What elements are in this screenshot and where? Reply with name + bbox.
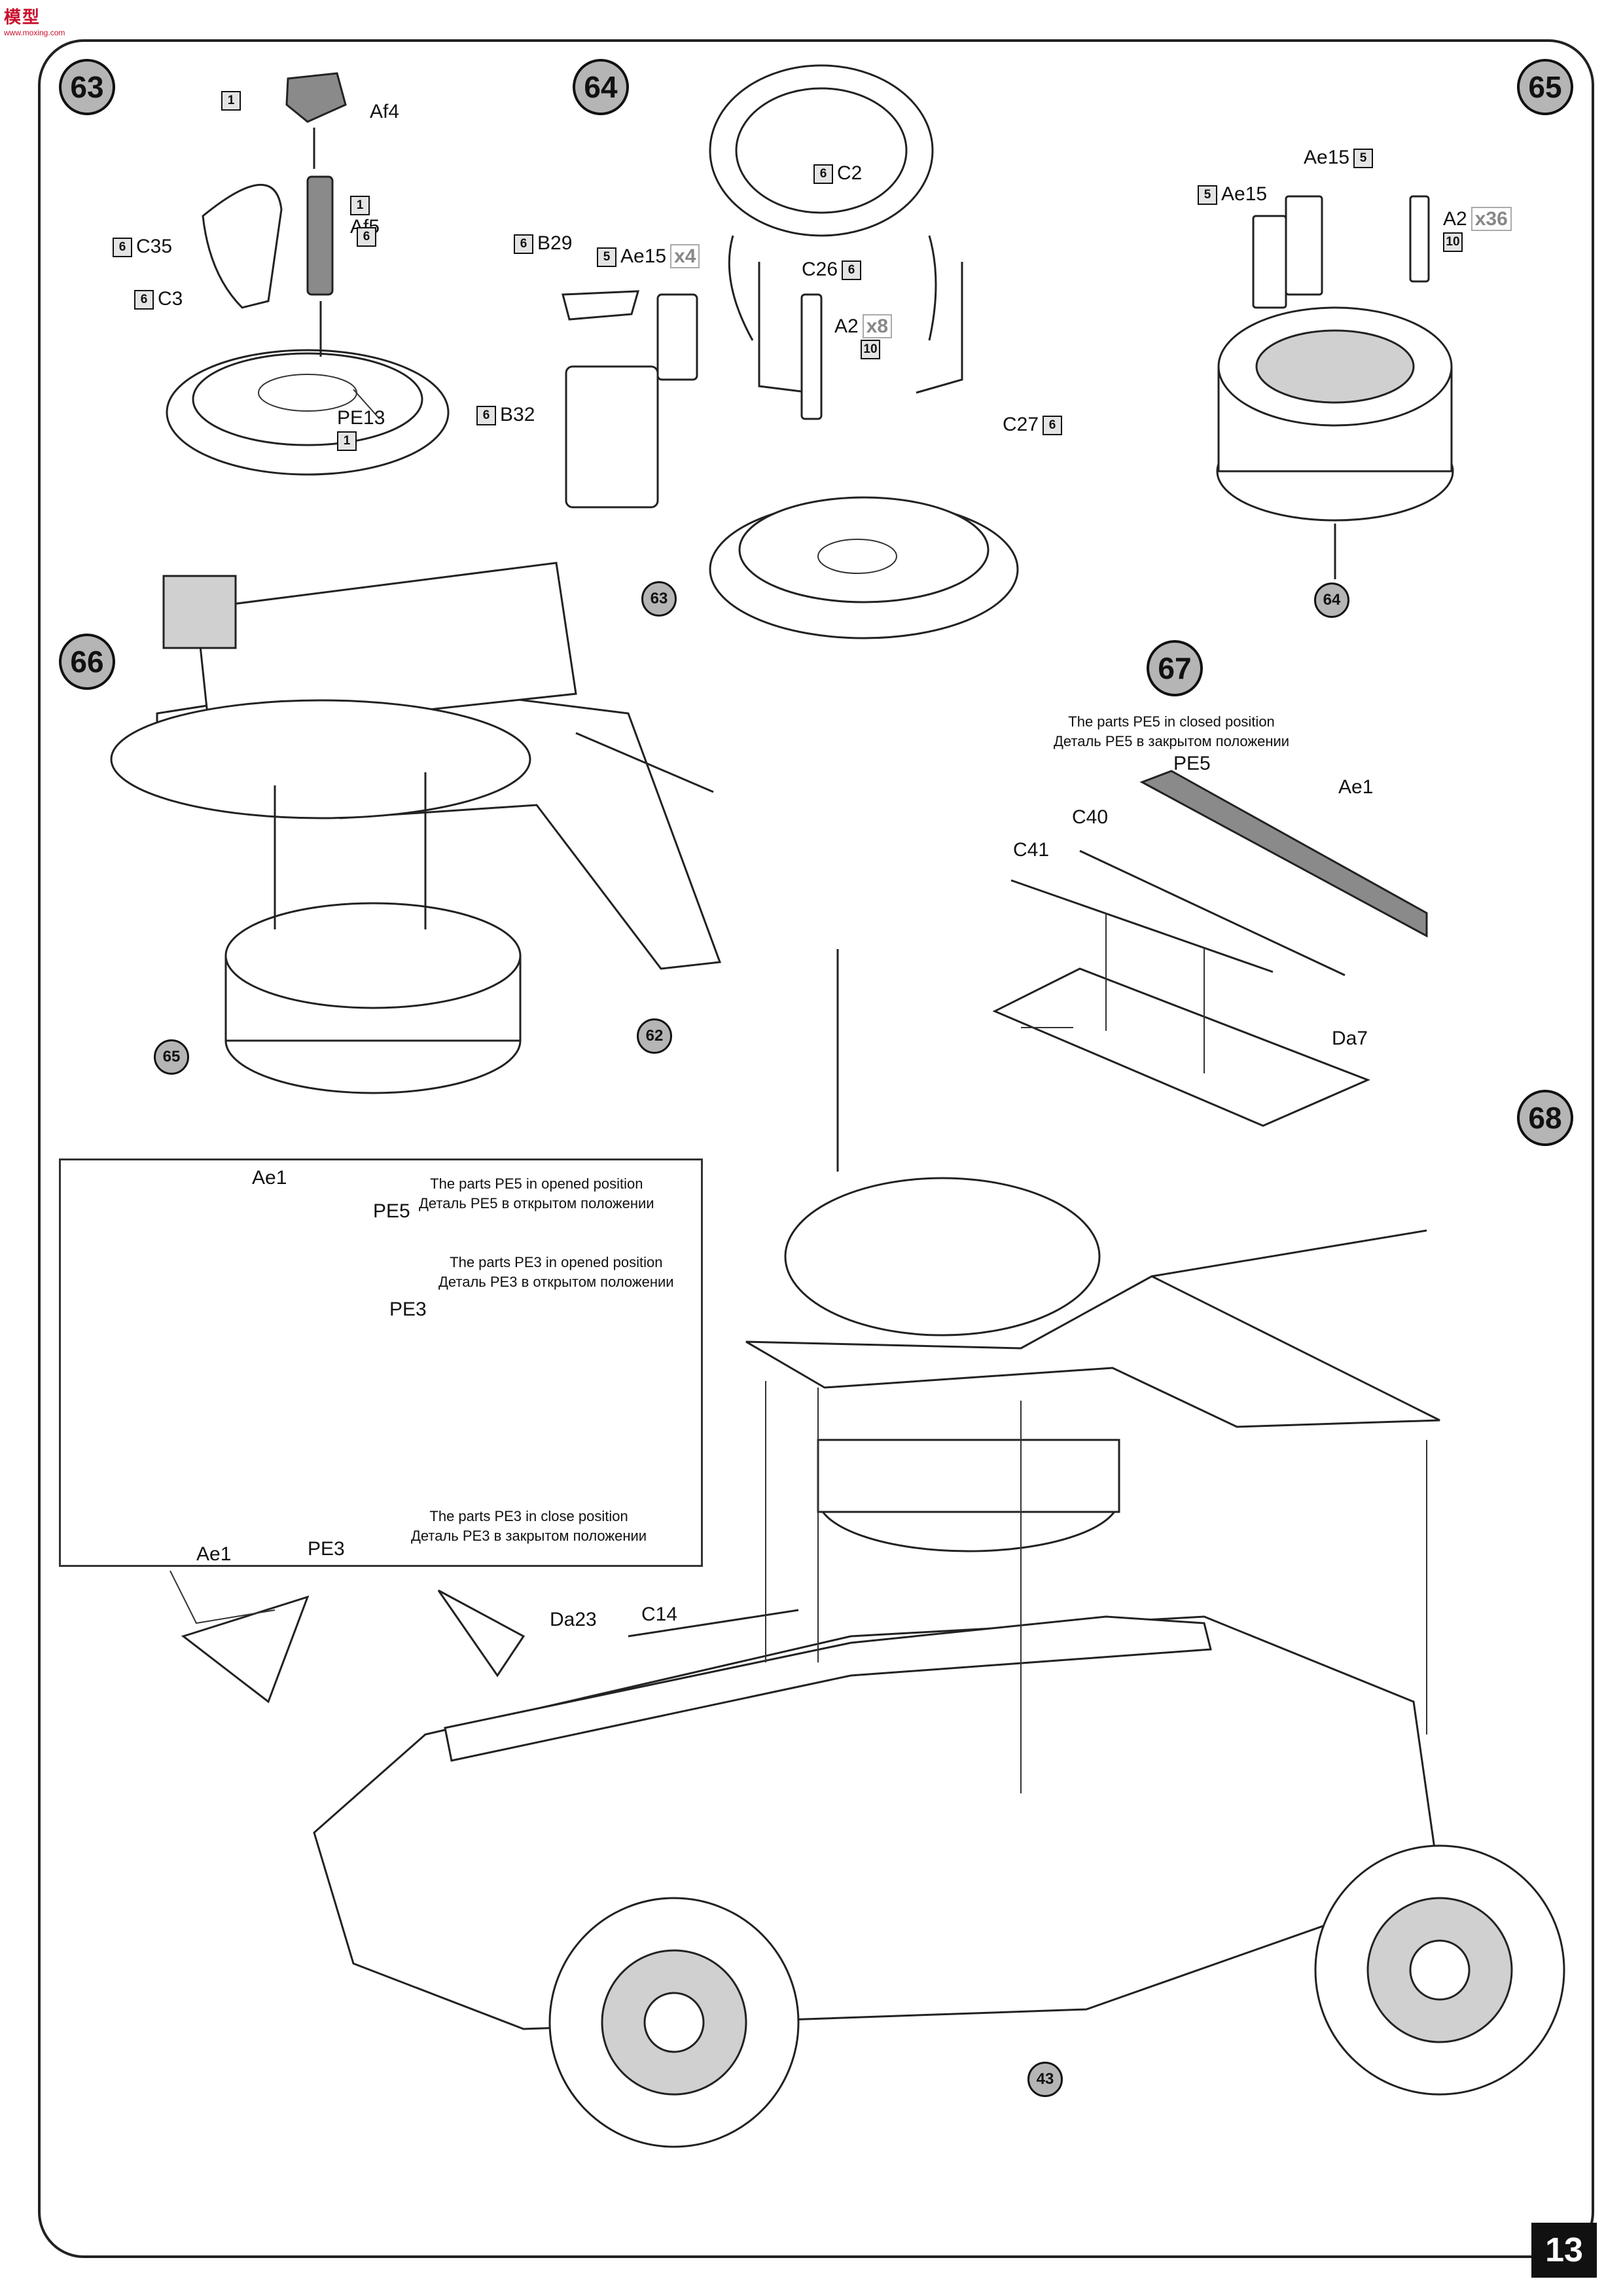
page-number: 13	[1531, 2223, 1597, 2278]
step-68-drawing	[181, 949, 1565, 2148]
label-da23: Da23	[550, 1609, 597, 1630]
step-66-badge: 66	[59, 634, 115, 690]
label-ae1-inset-bottom: Ae1	[196, 1543, 232, 1565]
label-ae1-67: Ae1	[1338, 776, 1374, 798]
step-67-badge: 67	[1147, 640, 1203, 696]
label-pe5-67: PE5	[1173, 753, 1211, 774]
inset-panel	[59, 1158, 703, 1567]
label-c41: C41	[1013, 839, 1050, 861]
ref-62: 62	[637, 1018, 672, 1054]
label-6-af: 6	[357, 225, 380, 247]
step-63-badge: 63	[59, 59, 115, 115]
step-63-drawing	[166, 72, 450, 476]
label-da7: Da7	[1332, 1028, 1368, 1049]
label-af4: Af4	[370, 101, 400, 122]
label-1-top: 1	[221, 89, 245, 111]
step-67-drawing	[992, 770, 1428, 1127]
label-ae1-inset-top: Ae1	[252, 1167, 287, 1189]
ref-63: 63	[641, 581, 677, 617]
label-pe5-inset: PE5	[373, 1200, 410, 1222]
ref-65: 65	[154, 1039, 189, 1075]
page-frame	[38, 39, 1594, 2258]
label-c40: C40	[1072, 806, 1109, 828]
step-65-drawing	[1216, 195, 1454, 579]
step-68-badge: 68	[1517, 1090, 1573, 1146]
ref-43: 43	[1027, 2062, 1063, 2097]
label-pe3-inset-top: PE3	[389, 1299, 427, 1320]
step-65-badge: 65	[1517, 59, 1573, 115]
step-64-drawing	[562, 64, 1019, 639]
ref-64: 64	[1314, 583, 1349, 618]
label-c14: C14	[641, 1604, 678, 1625]
label-pe3-inset-bottom: PE3	[308, 1538, 345, 1560]
step-64-badge: 64	[573, 59, 629, 115]
step-66-drawing	[110, 562, 722, 1094]
